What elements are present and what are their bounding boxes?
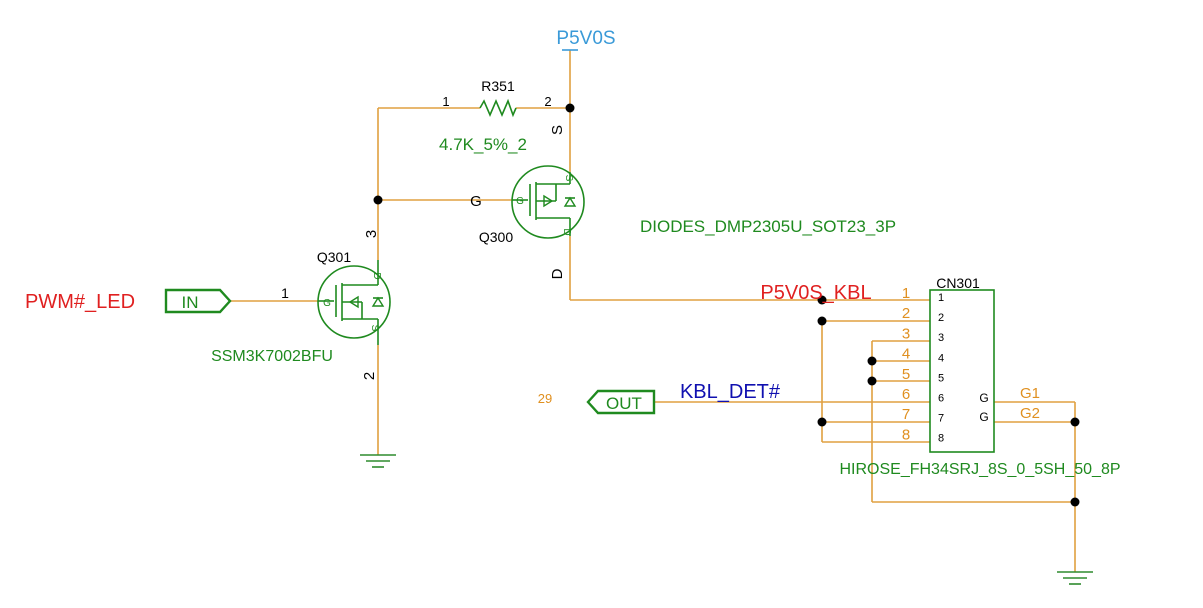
q300-ref: Q300 [479,229,513,245]
cn301-int-pin-4: 4 [938,352,944,364]
r351-pin2: 2 [544,94,551,109]
q300-inner-s: S [563,175,574,182]
q300-source-pin: S [549,125,566,135]
q300-inner-g: G [516,196,524,207]
cn301-ext-pin-8: 8 [902,426,910,443]
q301-pin2: 2 [361,372,378,380]
cn301-internal-pins: 1 2 3 4 5 6 7 8 [938,292,944,445]
q301-ref: Q301 [317,249,351,265]
cn301-int-pin-1: 1 [938,292,944,304]
cn301-g-pin-2: G [979,410,988,424]
cn301-int-pin-6: 6 [938,393,944,405]
mosfet-q301: G D S Q301 1 3 2 SSM3K7002BFU [211,230,391,380]
power-label: P5V0S [556,28,615,49]
power-symbol-p5v0s: P5V0S [556,28,616,51]
cn301-int-pin-5: 5 [938,372,944,384]
cn301-part: HIROSE_FH34SRJ_8S_0_5SH_50_8P [839,461,1120,478]
cn301-ext-pin-3: 3 [902,325,910,342]
q301-inner-g: G [323,298,331,309]
q301-pin3: 3 [363,230,380,238]
p5v0s-kbl-net-label: P5V0S_KBL [760,282,871,304]
output-port-out: OUT [586,389,656,415]
cn301-ext-pin-2: 2 [902,305,910,322]
r351-value: 4.7K_5%_2 [439,135,527,154]
pwm-led-net-label: PWM#_LED [25,291,135,313]
cn301-int-pin-8: 8 [938,433,944,445]
out-port-label: OUT [606,394,642,413]
cn301-int-pin-2: 2 [938,312,944,324]
r351-ref: R351 [481,78,515,94]
cn301-ext-pin-1: 1 [902,285,910,302]
cn301-ext-pin-7: 7 [902,406,910,423]
cn301-g-pin-1: G [979,391,988,405]
kbl-det-net-label: KBL_DET# [680,381,781,403]
cn301-external-pins: 1 2 3 4 5 6 7 8 [902,285,910,443]
q301-pin1: 1 [281,285,289,301]
cn301-g1-net: G1 [1020,385,1040,402]
in-port-label: IN [182,293,199,312]
mosfet-q300: G S D G S D Q300 DIODES_DMP2305U_SOT23_3… [470,125,896,279]
cn301-ref: CN301 [936,275,980,291]
cn301-int-pin-7: 7 [938,413,944,425]
q300-gate-pin: G [470,193,482,210]
q300-part: DIODES_DMP2305U_SOT23_3P [640,217,896,236]
ground-symbol-left [360,454,396,468]
q300-drain-pin: D [549,268,566,279]
connector-cn301: CN301 HIROSE_FH34SRJ_8S_0_5SH_50_8P 1 2 3 4… [839,275,1120,478]
q301-part: SSM3K7002BFU [211,348,333,365]
junction-dots [373,103,1080,507]
q301-inner-s: S [369,325,380,332]
cn301-int-pin-3: 3 [938,332,944,344]
cn301-ext-pin-4: 4 [902,346,910,363]
ground-symbol-right [1057,571,1093,585]
r351-pin1: 1 [442,94,449,109]
wires [230,50,1076,572]
page-ref-29: 29 [538,391,552,406]
q301-inner-d: D [371,272,382,279]
input-port-in: IN [164,288,232,314]
cn301-g2-net: G2 [1020,405,1040,422]
resistor-r351: R351 1 2 4.7K_5%_2 [439,78,552,154]
q300-inner-d: D [561,228,572,235]
cn301-ext-pin-6: 6 [902,386,910,403]
cn301-ext-pin-5: 5 [902,366,910,383]
